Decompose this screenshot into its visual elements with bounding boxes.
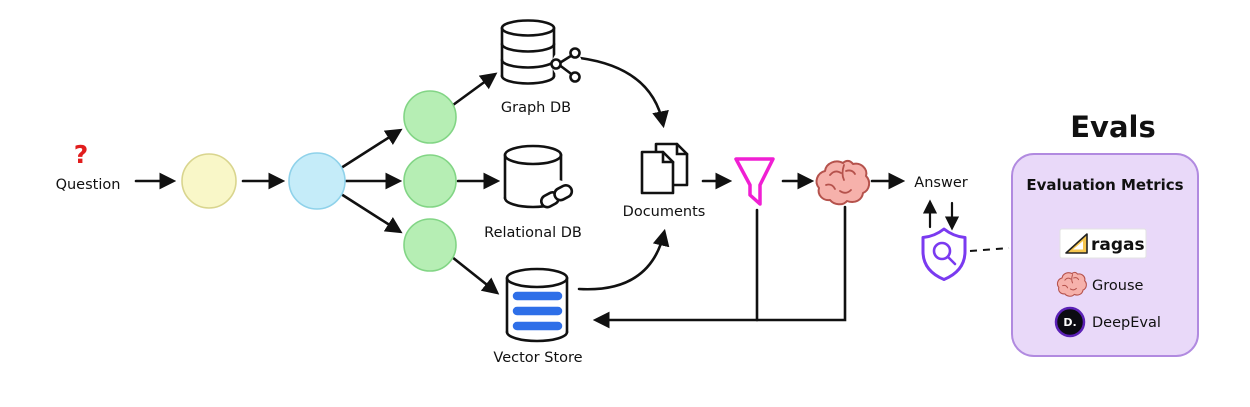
shield-to-evals-dashed-line — [969, 247, 1010, 252]
feedback-line-to-vectorstore — [592, 205, 847, 329]
arrow-vectorstore-to-documents — [577, 228, 670, 291]
process-node-yellow — [181, 153, 237, 209]
deepeval-logo — [1054, 306, 1086, 338]
evaluation-metrics-heading: Evaluation Metrics — [1026, 176, 1183, 194]
arrow-graphdb-to-documents — [578, 56, 669, 129]
grouse-label: Grouse — [1092, 278, 1143, 294]
deepeval-item: D. DeepEval — [1054, 306, 1161, 338]
answer-label: Answer — [914, 175, 967, 191]
documents-icon — [640, 142, 689, 195]
deepeval-badge: D. — [1063, 316, 1076, 329]
question-mark: ? — [74, 140, 89, 169]
ragas-item: ragas — [1059, 228, 1147, 259]
ragas-label: ragas — [1091, 235, 1145, 255]
documents-label: Documents — [623, 204, 706, 220]
filter-funnel-icon — [734, 157, 775, 206]
relational-db-label: Relational DB — [484, 225, 582, 241]
evals-title: Evals — [1070, 110, 1156, 144]
process-node-green-middle — [403, 154, 457, 208]
process-node-green-top — [403, 90, 457, 144]
shield-search-icon — [921, 227, 967, 281]
arrow-green-to-vectorstore — [450, 255, 500, 295]
vector-store-icon — [505, 267, 569, 343]
brain-icon — [815, 159, 871, 206]
process-node-blue — [288, 152, 346, 210]
graph-db-label: Graph DB — [501, 100, 571, 116]
ragas-triangle-hole — [1073, 241, 1083, 250]
chain-link-icon — [539, 180, 574, 212]
flow-arrows — [134, 56, 1010, 329]
relational-db-icon — [503, 144, 574, 212]
graph-db-icon — [500, 19, 582, 85]
share-nodes-icon — [550, 47, 582, 83]
deepeval-label: DeepEval — [1092, 315, 1161, 331]
grouse-item: Grouse — [1056, 271, 1143, 297]
vector-store-label: Vector Store — [493, 350, 582, 366]
process-node-green-bottom — [403, 218, 457, 272]
arrow-blue-to-green-top — [339, 128, 403, 170]
question-label: Question — [56, 177, 121, 193]
arrow-blue-to-green-bottom — [339, 192, 403, 234]
arrow-green-to-graphdb — [451, 72, 498, 107]
